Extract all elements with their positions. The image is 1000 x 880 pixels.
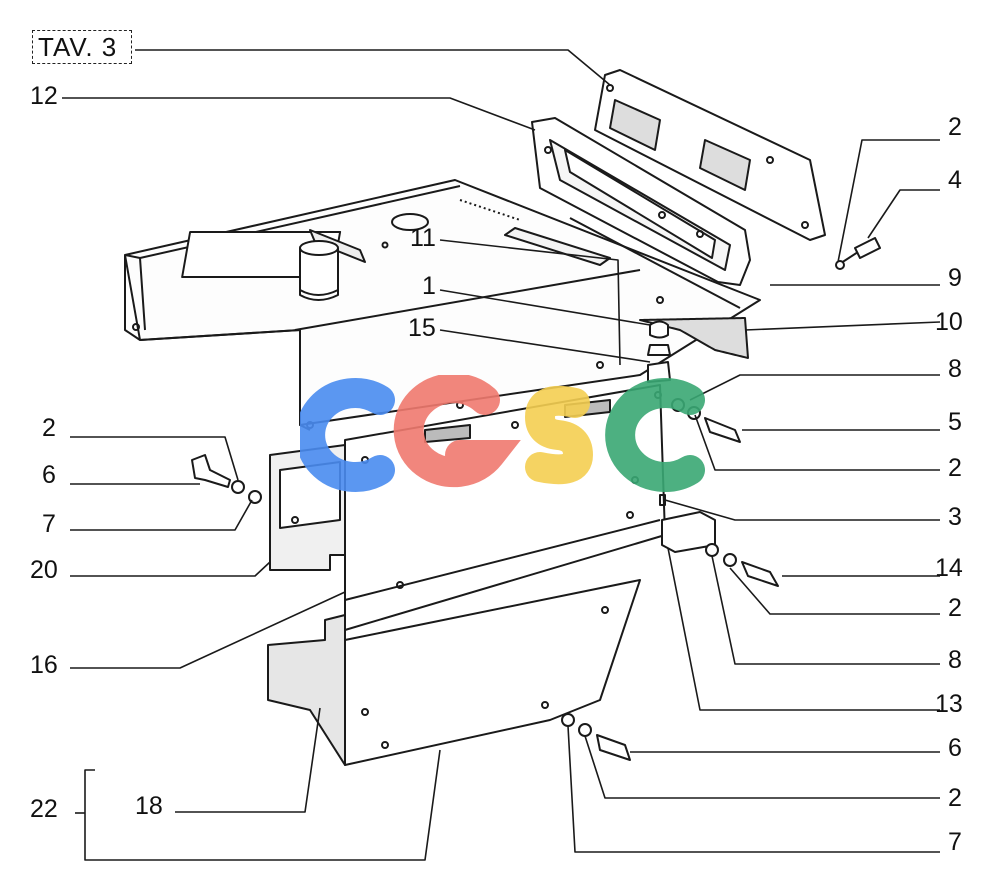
callout-16: 16 <box>30 651 58 679</box>
callout-3: 3 <box>948 503 962 531</box>
callout-11: 11 <box>410 224 436 252</box>
lower-panel <box>267 579 641 766</box>
watermark-letter-c1 <box>300 378 395 492</box>
callout-15: 15 <box>408 314 436 342</box>
watermark-letter-g <box>393 375 521 488</box>
frame-part-12 <box>531 117 751 304</box>
callout-2-bottom: 2 <box>948 784 962 812</box>
watermark-logo <box>300 375 705 492</box>
callout-2-left: 2 <box>42 414 56 442</box>
callout-12: 12 <box>30 82 58 110</box>
callout-14: 14 <box>935 554 963 582</box>
callout-13: 13 <box>935 690 963 718</box>
callout-6-left: 6 <box>42 461 56 489</box>
callout-7-right: 7 <box>948 828 962 856</box>
callout-10: 10 <box>935 308 963 336</box>
callout-6-right: 6 <box>948 734 962 762</box>
callout-9: 9 <box>948 264 962 292</box>
leader-lines <box>62 49 941 861</box>
fasteners <box>191 237 881 761</box>
callout-2-right: 2 <box>948 594 962 622</box>
callout-4: 4 <box>948 166 962 194</box>
callout-1: 1 <box>422 272 436 300</box>
watermark-letter-c2 <box>605 378 705 492</box>
sheet-title-frame <box>32 30 132 64</box>
gasket-strip <box>569 217 749 359</box>
cylinder-component <box>299 240 339 301</box>
callout-8-lower: 8 <box>948 646 962 674</box>
callout-22: 22 <box>30 795 58 823</box>
callout-2-top: 2 <box>948 113 962 141</box>
callout-5: 5 <box>948 408 962 436</box>
callout-20: 20 <box>30 556 58 584</box>
watermark-letter-s <box>524 385 594 485</box>
callout-8-upper: 8 <box>948 355 962 383</box>
top-plate <box>594 69 826 241</box>
callout-7-left: 7 <box>42 510 56 538</box>
callout-18: 18 <box>135 792 163 820</box>
bracket-part-13 <box>659 494 716 553</box>
callout-2-mid: 2 <box>948 454 962 482</box>
sheet-title: TAV. 3 <box>38 32 118 62</box>
